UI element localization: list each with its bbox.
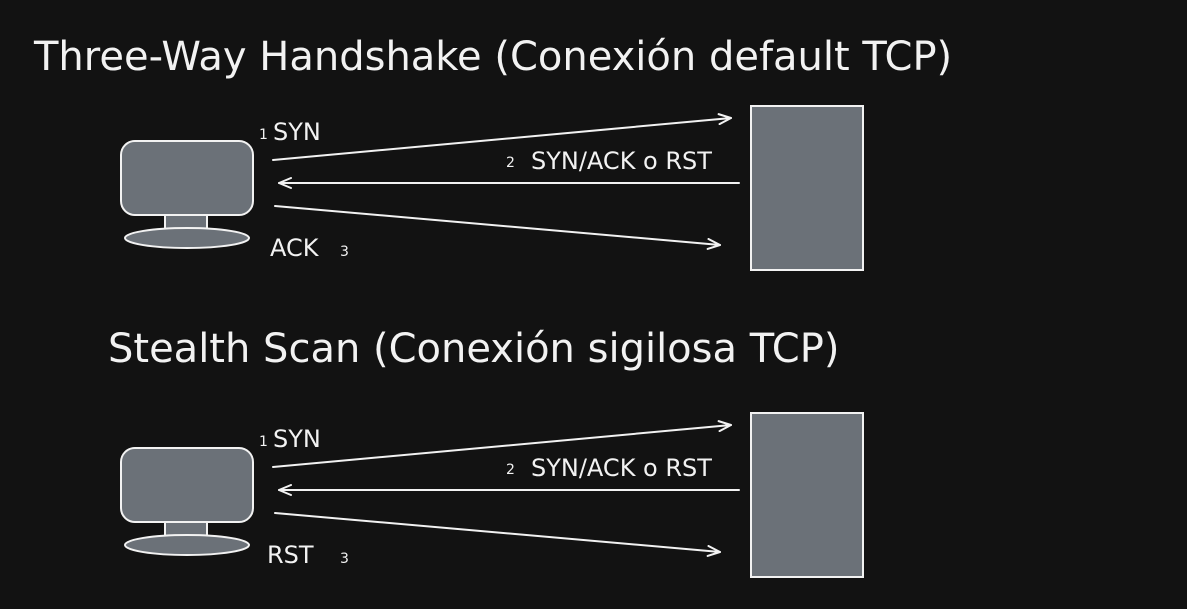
diagram-stealth-scan: Stealth Scan (Conexión sigilosa TCP) 1 S… <box>108 326 864 578</box>
diagram-title: Three-Way Handshake (Conexión default TC… <box>33 34 952 80</box>
server-box <box>750 105 864 271</box>
step-1-number: 1 <box>259 127 268 143</box>
monitor-screen <box>120 140 254 216</box>
step-1-label: SYN <box>273 118 321 146</box>
diagram-three-way-handshake: Three-Way Handshake (Conexión default TC… <box>33 34 952 271</box>
diagram-title: Stealth Scan (Conexión sigilosa TCP) <box>108 326 839 372</box>
arrow-rst <box>274 512 721 557</box>
monitor-base <box>124 227 250 249</box>
client-computer-icon <box>120 140 254 249</box>
step-3-number: 3 <box>340 551 349 567</box>
server-box <box>750 412 864 578</box>
arrow-syn <box>272 113 732 161</box>
monitor-screen <box>120 447 254 523</box>
step-1-number: 1 <box>259 434 268 450</box>
step-2-label: SYN/ACK o RST <box>531 454 712 482</box>
arrow-ack <box>274 205 721 250</box>
monitor-stand <box>164 214 208 230</box>
step-2-number: 2 <box>506 155 515 171</box>
client-computer-icon <box>120 447 254 556</box>
step-2-label: SYN/ACK o RST <box>531 147 712 175</box>
step-1-label: SYN <box>273 425 321 453</box>
monitor-stand <box>164 521 208 537</box>
step-3-label: ACK <box>270 234 320 262</box>
monitor-base <box>124 534 250 556</box>
step-3-number: 3 <box>340 244 349 260</box>
step-2-number: 2 <box>506 462 515 478</box>
arrow-syn <box>272 420 732 468</box>
step-3-label: RST <box>267 541 314 569</box>
